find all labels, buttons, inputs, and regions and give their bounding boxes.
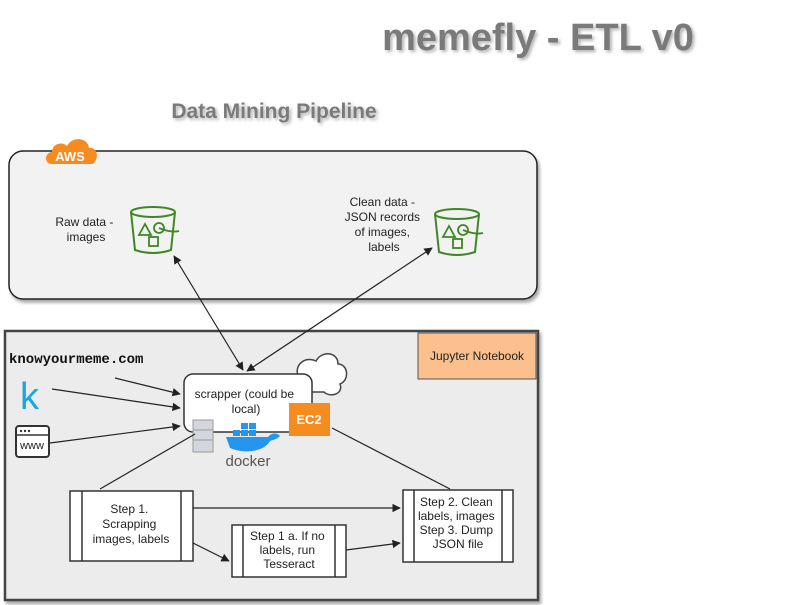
step1a-label: Step 1 a. If no labels, run Tesseract: [250, 529, 328, 571]
arrow-step1a-step2: [345, 539, 401, 551]
ec2-label: EC2: [296, 412, 321, 427]
arrow-step1-step1a: [192, 542, 230, 562]
www-label: www: [19, 440, 44, 452]
step2-label: Step 2. Clean labels, images Step 3. Dum…: [418, 495, 498, 551]
docker-whale-icon: [226, 423, 280, 452]
step2-box: [402, 489, 514, 563]
arrow-www-scrapper: [49, 422, 181, 444]
diagram-title: memefly - ETL v0: [382, 17, 694, 59]
arrow-site-scrapper: [114, 377, 181, 397]
line-scrapper-step2: [331, 427, 451, 490]
k-logo-icon: k: [20, 376, 40, 418]
arrow-raw-scrapper: [173, 255, 244, 371]
scrapper-label: scrapper (could be local): [195, 387, 298, 416]
line-scrapper-step1: [99, 433, 196, 490]
docker-label: docker: [225, 453, 270, 470]
connectors: [49, 247, 451, 562]
aws-cloud-icon: AWS: [46, 139, 97, 164]
step1a-box: [231, 524, 347, 578]
arrow-k-scrapper: [51, 388, 181, 412]
raw-data-label: Raw data - images: [55, 215, 116, 244]
server-icon: [192, 419, 214, 453]
step1-label: Step 1. Scrapping images, labels: [93, 502, 170, 546]
aws-badge-label: AWS: [55, 149, 85, 164]
ec2-badge: [289, 403, 330, 436]
pipeline-subtitle: Data Mining Pipeline: [171, 100, 376, 123]
browser-window-icon: www: [15, 425, 50, 458]
arrow-scrapper-clean: [246, 247, 433, 372]
s3-bucket-icon: [434, 208, 484, 256]
jupyter-notebook-label: Jupyter Notebook: [430, 349, 525, 363]
step1-box: [69, 490, 194, 562]
s3-bucket-icon: [130, 206, 180, 254]
source-site-label: knowyourmeme.com: [9, 352, 143, 368]
